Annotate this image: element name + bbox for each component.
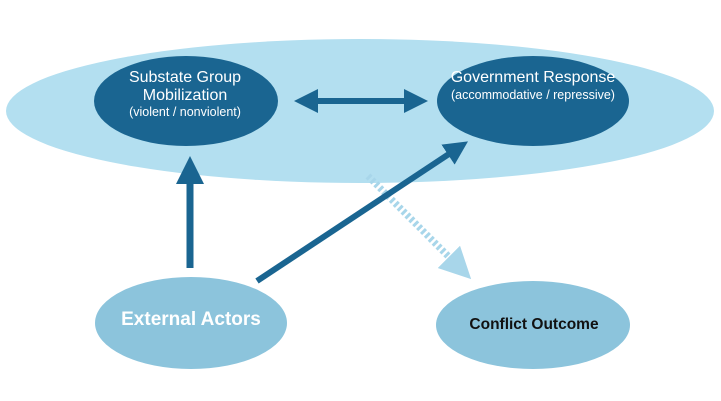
node-substate: [94, 56, 278, 146]
substate-title: Substate Group Mobilization: [128, 69, 242, 104]
substate-subtitle: (violent / nonviolent): [129, 105, 241, 120]
government-subtitle: (accommodative / repressive): [451, 87, 615, 102]
conflict-outcome-label: Conflict Outcome: [469, 316, 599, 333]
government-title: Government Response: [450, 69, 616, 86]
arrow-external-to-government: [255, 141, 469, 284]
substate-label: Substate Group Mobilization (violent / n…: [100, 69, 270, 120]
node-external: [95, 277, 287, 369]
external-actors-label: External Actors: [121, 309, 261, 330]
node-government: [437, 56, 629, 146]
government-label: Government Response (accommodative / rep…: [438, 69, 628, 102]
node-outcome: [436, 281, 630, 369]
arrow-system-to-outcome: [365, 173, 472, 280]
